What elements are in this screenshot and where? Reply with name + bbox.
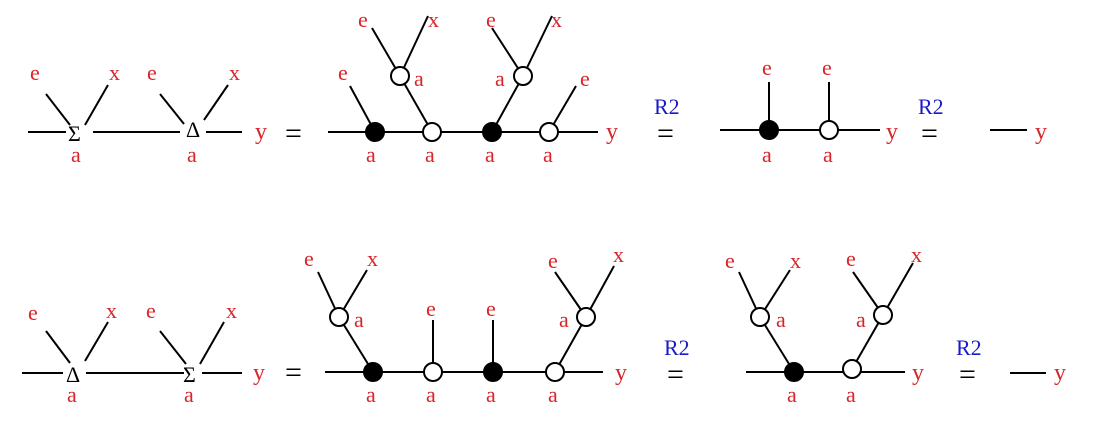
label-a: a bbox=[823, 142, 833, 167]
open-node bbox=[576, 307, 596, 327]
label-x: x bbox=[911, 242, 922, 267]
relation-label-r2: R2 bbox=[918, 94, 944, 119]
label-y: y bbox=[255, 119, 267, 145]
label-y: y bbox=[1035, 119, 1047, 145]
label-y: y bbox=[1054, 360, 1066, 386]
open-node bbox=[750, 307, 770, 327]
label-a: a bbox=[187, 142, 197, 167]
relation-label-r2: R2 bbox=[654, 94, 680, 119]
row2-delta-symbol: Δ bbox=[66, 362, 80, 387]
label-a: a bbox=[425, 142, 435, 167]
row1-identity-wire: y bbox=[990, 119, 1047, 145]
label-y: y bbox=[606, 119, 618, 145]
row2-sigma-symbol: Σ bbox=[183, 362, 196, 387]
open-node bbox=[423, 362, 443, 382]
open-node bbox=[422, 122, 442, 142]
label-a: a bbox=[426, 382, 436, 407]
label-x: x bbox=[226, 298, 237, 323]
filled-node bbox=[483, 362, 503, 382]
label-a: a bbox=[787, 382, 797, 407]
label-a: a bbox=[366, 382, 376, 407]
row1-middle-expression: e x e x e e a a a a a a y bbox=[328, 7, 618, 167]
label-e: e bbox=[580, 66, 590, 91]
label-a: a bbox=[184, 382, 194, 407]
filled-node bbox=[784, 362, 804, 382]
label-x: x bbox=[790, 248, 801, 273]
open-node bbox=[513, 66, 533, 86]
label-y: y bbox=[886, 119, 898, 145]
relation-label-r2: R2 bbox=[956, 335, 982, 360]
row2-identity-wire: y bbox=[1010, 360, 1066, 386]
relation-label-r2: R2 bbox=[664, 335, 690, 360]
equals-sign: = bbox=[959, 358, 976, 391]
label-a: a bbox=[543, 142, 553, 167]
label-a: a bbox=[762, 142, 772, 167]
label-x: x bbox=[613, 242, 624, 267]
label-x: x bbox=[367, 246, 378, 271]
equals-sign: = bbox=[921, 117, 938, 150]
label-a: a bbox=[776, 307, 786, 332]
open-node bbox=[329, 307, 349, 327]
label-e: e bbox=[762, 55, 772, 80]
label-e: e bbox=[304, 246, 314, 271]
row2-reduced-expression: e x a e x a a a y bbox=[725, 242, 924, 407]
label-e: e bbox=[486, 296, 496, 321]
label-y: y bbox=[253, 360, 265, 386]
label-e: e bbox=[28, 300, 38, 325]
label-a: a bbox=[495, 66, 505, 91]
label-a: a bbox=[559, 307, 569, 332]
label-e: e bbox=[426, 296, 436, 321]
equals-sign: = bbox=[285, 356, 302, 389]
open-node bbox=[539, 122, 559, 142]
label-e: e bbox=[30, 60, 40, 85]
label-e: e bbox=[846, 246, 856, 271]
open-node bbox=[819, 120, 839, 140]
label-a: a bbox=[67, 382, 77, 407]
label-e: e bbox=[338, 60, 348, 85]
label-y: y bbox=[615, 360, 627, 386]
equals-sign: = bbox=[667, 358, 684, 391]
label-e: e bbox=[725, 248, 735, 273]
label-e: e bbox=[486, 7, 496, 32]
equals-sign: = bbox=[285, 117, 302, 150]
label-a: a bbox=[354, 307, 364, 332]
label-e: e bbox=[147, 60, 157, 85]
open-node bbox=[873, 305, 893, 325]
label-a: a bbox=[71, 142, 81, 167]
filled-node bbox=[759, 120, 779, 140]
filled-node bbox=[363, 362, 383, 382]
row1-sigma-symbol: Σ bbox=[68, 121, 81, 146]
filled-node bbox=[482, 122, 502, 142]
row1-reduced-expression: e e a a y bbox=[720, 55, 898, 167]
row2-left-expression: Δ Σ e x e x a a y bbox=[22, 298, 265, 407]
label-e: e bbox=[548, 248, 558, 273]
label-e: e bbox=[146, 298, 156, 323]
label-x: x bbox=[428, 7, 439, 32]
label-x: x bbox=[551, 7, 562, 32]
row2-middle-expression: e x a e e e x a a a a a y bbox=[304, 242, 627, 407]
row1-delta-symbol: Δ bbox=[186, 117, 200, 142]
label-a: a bbox=[856, 307, 866, 332]
open-node bbox=[842, 359, 862, 379]
label-x: x bbox=[106, 298, 117, 323]
equals-sign: = bbox=[657, 117, 674, 150]
label-y: y bbox=[912, 360, 924, 386]
label-a: a bbox=[366, 142, 376, 167]
open-node bbox=[390, 66, 410, 86]
label-a: a bbox=[548, 382, 558, 407]
row1-left-expression: Σ Δ e x e x a a y bbox=[28, 60, 267, 167]
label-a: a bbox=[485, 142, 495, 167]
label-a: a bbox=[486, 382, 496, 407]
filled-node bbox=[365, 122, 385, 142]
label-e: e bbox=[822, 55, 832, 80]
label-a: a bbox=[414, 66, 424, 91]
label-a: a bbox=[846, 382, 856, 407]
label-e: e bbox=[358, 7, 368, 32]
open-node bbox=[545, 362, 565, 382]
label-x: x bbox=[109, 60, 120, 85]
label-x: x bbox=[229, 60, 240, 85]
